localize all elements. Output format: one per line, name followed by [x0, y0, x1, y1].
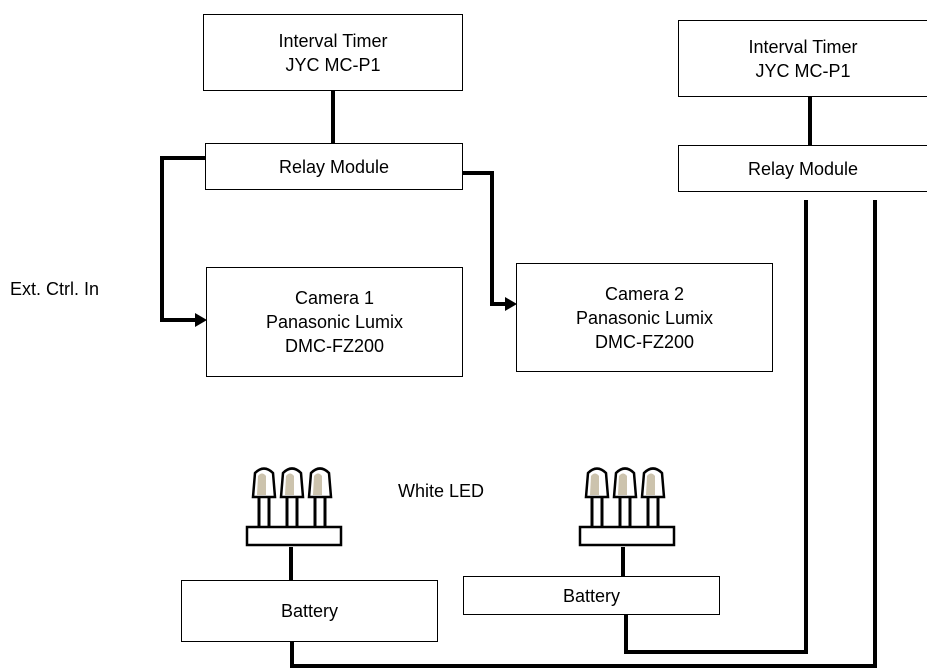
- interval-timer-right-line2: JYC MC-P1: [755, 60, 851, 81]
- camera-1-line1: Camera 1: [294, 288, 375, 308]
- battery-right-label: Battery: [562, 585, 621, 606]
- interval-timer-right: Interval Timer JYC MC-P1: [678, 20, 927, 97]
- wire-relay-camera2: [462, 171, 507, 306]
- relay-module-left: Relay Module: [205, 143, 463, 190]
- white-led-label: White LED: [398, 481, 485, 501]
- camera-2: Camera 2 Panasonic Lumix DMC-FZ200: [516, 263, 773, 372]
- interval-timer-left: Interval Timer JYC MC-P1: [203, 14, 463, 91]
- relay-module-right: Relay Module: [678, 145, 927, 192]
- relay-module-right-label: Relay Module: [747, 158, 859, 179]
- camera-2-line3: DMC-FZ200: [594, 331, 694, 352]
- white-led-cluster-right-icon: [578, 467, 676, 547]
- interval-timer-right-line1: Interval Timer: [748, 36, 858, 57]
- camera-2-line1: Camera 2: [604, 283, 685, 304]
- battery-right: Battery: [463, 576, 720, 615]
- interval-timer-left-line2: JYC MC-P1: [285, 54, 381, 75]
- battery-left: Battery: [181, 580, 438, 642]
- relay-module-left-label: Relay Module: [278, 156, 390, 177]
- interval-timer-left-line1: Interval Timer: [278, 30, 388, 51]
- camera-2-line2: Panasonic Lumix: [575, 307, 714, 328]
- battery-left-label: Battery: [280, 601, 339, 621]
- ext-ctrl-in-label: Ext. Ctrl. In: [10, 279, 100, 299]
- camera-1: Camera 1 Panasonic Lumix DMC-FZ200: [206, 267, 463, 377]
- camera-1-line3: DMC-FZ200: [284, 336, 384, 356]
- arrowhead-camera2: [505, 297, 517, 311]
- arrowhead-camera1: [195, 313, 207, 327]
- camera-1-line2: Panasonic Lumix: [265, 312, 404, 332]
- wire-relay-camera1: [160, 156, 205, 322]
- wire-relay-battery-left: [290, 200, 877, 668]
- white-led-cluster-left-icon: [245, 467, 343, 547]
- wire-relay-battery-right: [624, 200, 808, 654]
